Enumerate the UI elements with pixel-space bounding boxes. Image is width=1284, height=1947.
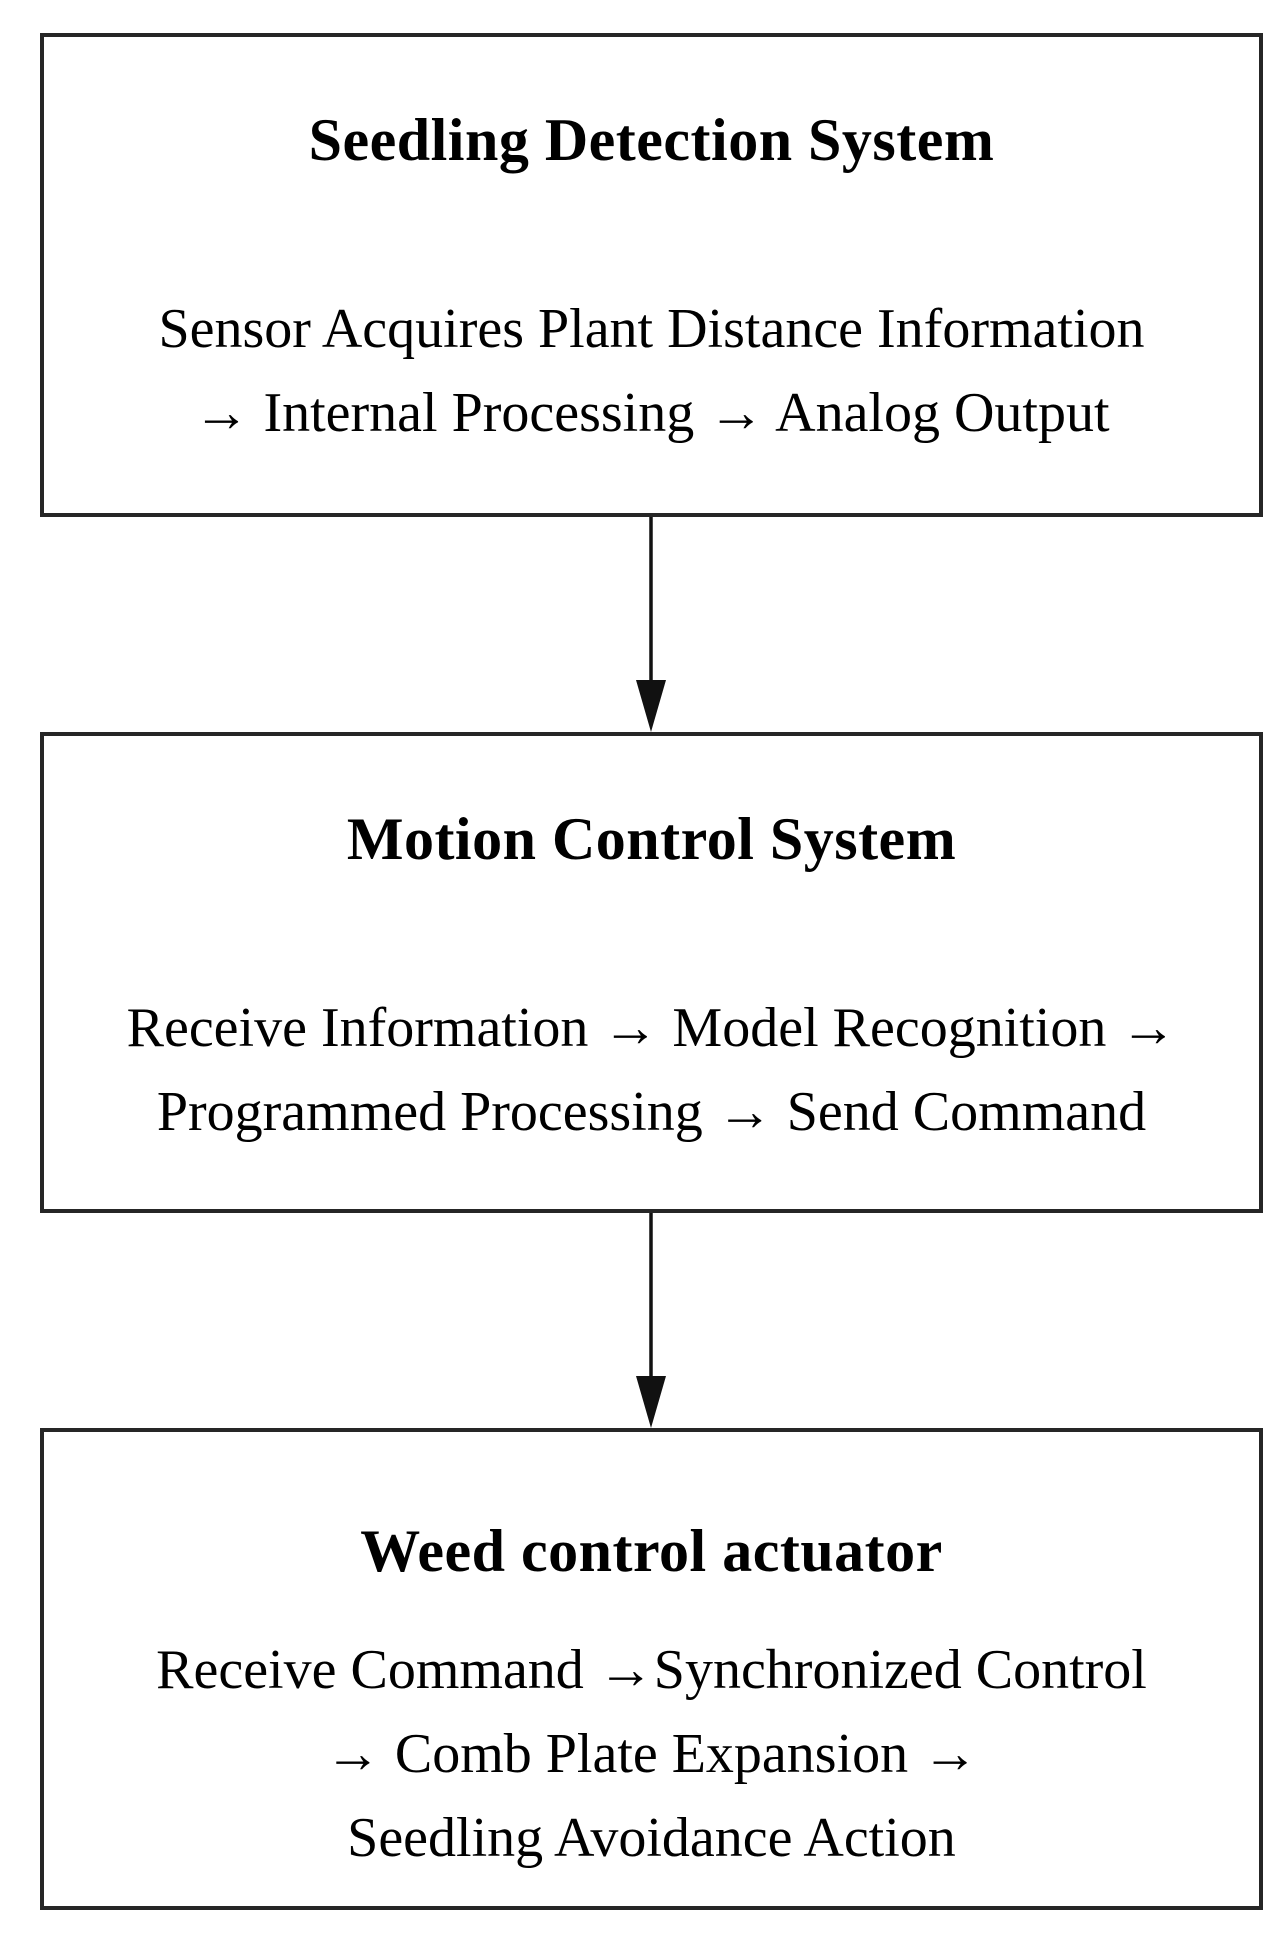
flow-arrow-down-icon bbox=[636, 517, 666, 732]
box-motion-control-system: Motion Control System Receive Informatio… bbox=[40, 732, 1263, 1213]
box-text-line: Programmed Processing → Send Command bbox=[156, 1081, 1147, 1143]
box-text-line: → Internal Processing → Analog Output bbox=[193, 382, 1110, 444]
box-text-line: → Comb Plate Expansion → bbox=[324, 1723, 979, 1785]
box-body: Sensor Acquires Plant Distance Informati… bbox=[158, 287, 1144, 455]
box-weed-control-actuator: Weed control actuator Receive Command →S… bbox=[40, 1428, 1263, 1910]
box-text-line: Receive Information → Model Recognition … bbox=[126, 997, 1177, 1059]
box-text-line: Seedling Avoidance Action bbox=[347, 1807, 956, 1869]
box-title: Seedling Detection System bbox=[308, 107, 995, 173]
box-body: Receive Command →Synchronized Control → … bbox=[156, 1628, 1147, 1880]
box-text-line: Sensor Acquires Plant Distance Informati… bbox=[158, 298, 1145, 360]
box-text-line: Receive Command →Synchronized Control bbox=[156, 1639, 1147, 1701]
flow-arrow-down-icon bbox=[636, 1213, 666, 1428]
box-title: Weed control actuator bbox=[360, 1518, 943, 1584]
box-title: Motion Control System bbox=[346, 806, 957, 872]
box-body: Receive Information → Model Recognition … bbox=[127, 986, 1177, 1154]
box-seedling-detection-system: Seedling Detection System Sensor Acquire… bbox=[40, 33, 1263, 517]
